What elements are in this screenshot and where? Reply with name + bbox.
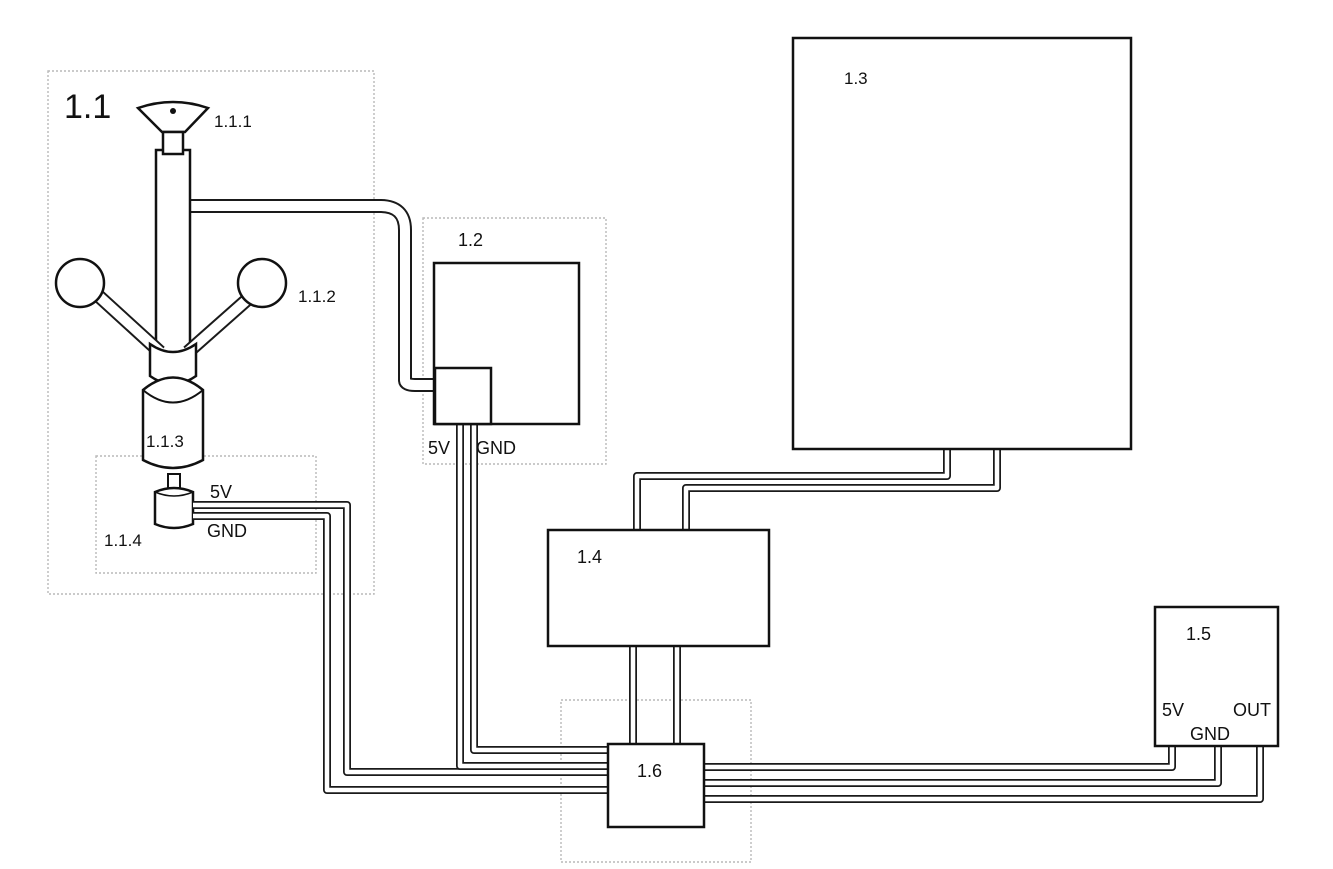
left-cup-icon [56, 259, 104, 307]
block-1-5-wires [704, 745, 1260, 799]
label-1-1-2: 1.1.2 [298, 287, 336, 306]
label-1-5-gnd: GND [1190, 724, 1230, 744]
block-1-3 [793, 38, 1131, 449]
label-1-5-out: OUT [1233, 700, 1271, 720]
wind-vane-icon [138, 102, 208, 154]
block-1-6 [608, 744, 704, 827]
label-1-2-gnd: GND [476, 438, 516, 458]
block-1-2-inner [435, 368, 491, 424]
vane-tube [180, 162, 438, 385]
label-1-4: 1.4 [577, 547, 602, 567]
label-sensor-5v: 5V [210, 482, 232, 502]
right-cup-icon [238, 259, 286, 307]
label-1-1-4: 1.1.4 [104, 531, 142, 550]
label-1-5: 1.5 [1186, 624, 1211, 644]
label-1-5-5v: 5V [1162, 700, 1184, 720]
label-1-3: 1.3 [844, 69, 868, 88]
sensor-icon [155, 474, 193, 528]
anemometer-mast [92, 150, 258, 390]
label-1-6: 1.6 [637, 761, 662, 781]
label-1-1-3: 1.1.3 [146, 432, 184, 451]
label-1-1: 1.1 [64, 88, 111, 126]
block-1-3-to-1-4-wires [637, 448, 997, 530]
label-1-1-1: 1.1.1 [214, 112, 252, 131]
block-1-4-to-1-6-wires [633, 646, 677, 746]
shaft-housing-icon [143, 378, 203, 469]
label-1-2-5v: 5V [428, 438, 450, 458]
label-1-2: 1.2 [458, 230, 483, 250]
label-sensor-gnd: GND [207, 521, 247, 541]
